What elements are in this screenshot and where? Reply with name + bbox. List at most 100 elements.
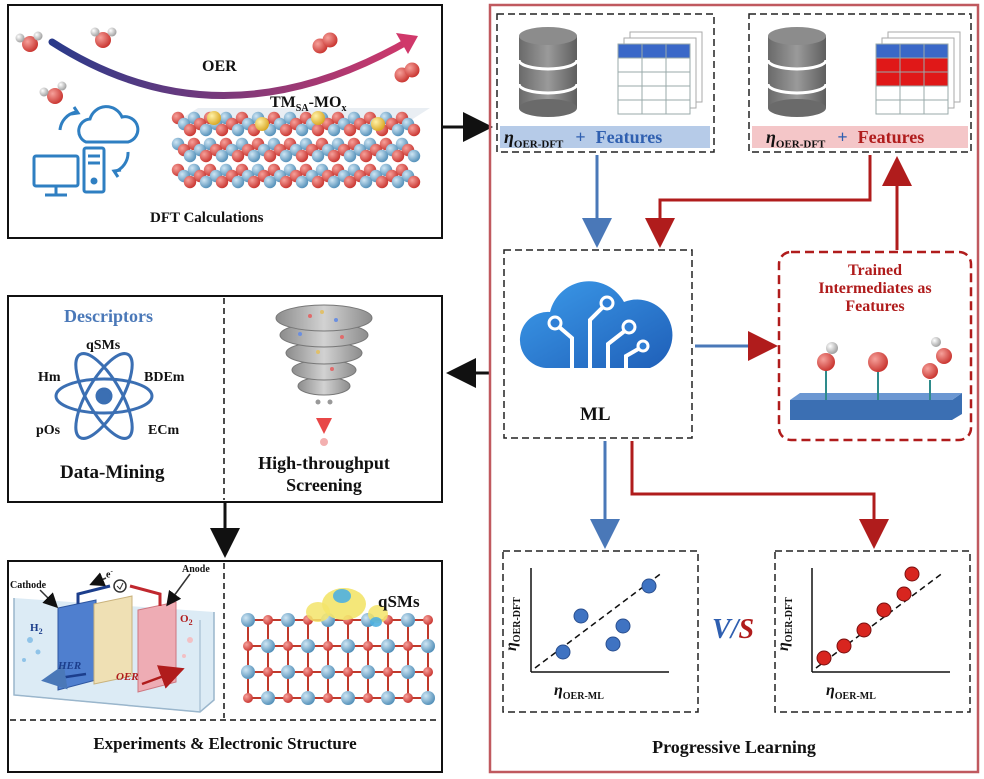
oer-label: OER [202, 58, 237, 75]
ml-cloud-icon [519, 281, 673, 370]
catalyst-label: TMSA-MOx [270, 94, 347, 115]
oxygen-atom [343, 667, 353, 677]
table-cell [923, 57, 949, 73]
table-cell [875, 43, 901, 59]
metal-atom [391, 175, 405, 189]
experiment-caption: Experiments & Electronic Structure [93, 734, 357, 753]
metal-atom [381, 639, 395, 653]
oxygen-atom [199, 149, 213, 163]
metal-atom [281, 665, 295, 679]
descriptors-title: Descriptors [64, 306, 153, 326]
ml-label: ML [580, 404, 611, 425]
trained-feature-bar [752, 126, 968, 148]
metal-atom [301, 691, 315, 705]
plot-point [856, 622, 872, 638]
parity-plot-right [811, 566, 950, 673]
oxygen-atom [327, 149, 341, 163]
plot-point [896, 586, 912, 602]
mining-panel [7, 295, 443, 503]
metal-atom [295, 175, 309, 189]
metal-atom [401, 665, 415, 679]
table-cell [875, 57, 901, 73]
plot-point [816, 650, 832, 666]
metal-atom [343, 149, 357, 163]
descriptor-bdem: BDEm [144, 370, 185, 385]
oxygen-atom [383, 667, 393, 677]
metal-atom [301, 639, 315, 653]
oxygen-atom [343, 175, 357, 189]
metal-atom [361, 665, 375, 679]
single-atom [207, 111, 221, 125]
oxygen-atom [283, 641, 293, 651]
oxygen-atom [407, 123, 421, 137]
table-cell [923, 99, 949, 115]
plot-point [876, 602, 892, 618]
table-cell [923, 71, 949, 87]
parity-plot-left-box [502, 550, 699, 713]
metal-atom [341, 639, 355, 653]
metal-atom [359, 175, 373, 189]
right-plot-ylabel: ηOER-DFT [774, 597, 796, 651]
oxygen-atom [183, 175, 197, 189]
table-cell [875, 85, 901, 101]
oxygen-atom [243, 693, 253, 703]
metal-atom [279, 149, 293, 163]
oxygen-atom [423, 615, 433, 625]
oxygen-atom [263, 667, 273, 677]
table-cell [617, 85, 643, 101]
table-cell [899, 57, 925, 73]
table-cell [899, 71, 925, 87]
plot-point [641, 578, 657, 594]
table-cell [923, 43, 949, 59]
feature-table-right [875, 31, 961, 115]
oxygen-atom [303, 667, 313, 677]
table-cell [665, 85, 691, 101]
metal-atom [421, 691, 435, 705]
plot-point [555, 644, 571, 660]
electronic-structure-lattice [241, 588, 435, 705]
table-cell [617, 43, 643, 59]
metal-atom [295, 123, 309, 137]
single-atom [255, 117, 269, 131]
plot-point [904, 566, 920, 582]
oxygen-atom [295, 149, 309, 163]
metal-atom [327, 123, 341, 137]
arrow-trained-data-to-ml [645, 155, 872, 248]
metal-atom [321, 665, 335, 679]
oxygen-atom [279, 123, 293, 137]
left-feature-label: ηOER-DFT+Features [504, 127, 663, 151]
oxygen-atom [359, 149, 373, 163]
metal-atom [199, 175, 213, 189]
charge-density-cloud [306, 602, 330, 622]
parity-line [815, 571, 945, 669]
atom-icon [54, 352, 154, 440]
database-icon-left [517, 27, 579, 117]
oxygen-atom [323, 641, 333, 651]
metal-atom [359, 123, 373, 137]
plot-point [605, 636, 621, 652]
arrow-ml-to-right-plot [630, 441, 889, 549]
left-plot-ylabel: ηOER-DFT [502, 597, 524, 651]
oxygen-atom [215, 123, 229, 137]
anode-label: Anode [182, 564, 210, 575]
oxygen-atom [363, 641, 373, 651]
descriptor-pos: pOs [36, 423, 61, 438]
parity-plot-right-box [774, 550, 971, 713]
plot-point [573, 608, 589, 624]
metal-atom [391, 123, 405, 137]
metal-atom [281, 613, 295, 627]
oxygen-atom [423, 667, 433, 677]
dft-feature-bar [500, 126, 710, 148]
metal-atom [231, 175, 245, 189]
cathode-label: Cathode [10, 580, 47, 591]
table-cell [617, 99, 643, 115]
charge-density-cloud [370, 617, 382, 627]
table-cell [641, 57, 667, 73]
metal-atom [241, 613, 255, 627]
descriptor-hm: Hm [38, 370, 61, 385]
metal-atom [247, 149, 261, 163]
database-icon-right [766, 27, 828, 117]
table-cell [875, 71, 901, 87]
metal-atom [375, 149, 389, 163]
metal-atom [183, 149, 197, 163]
